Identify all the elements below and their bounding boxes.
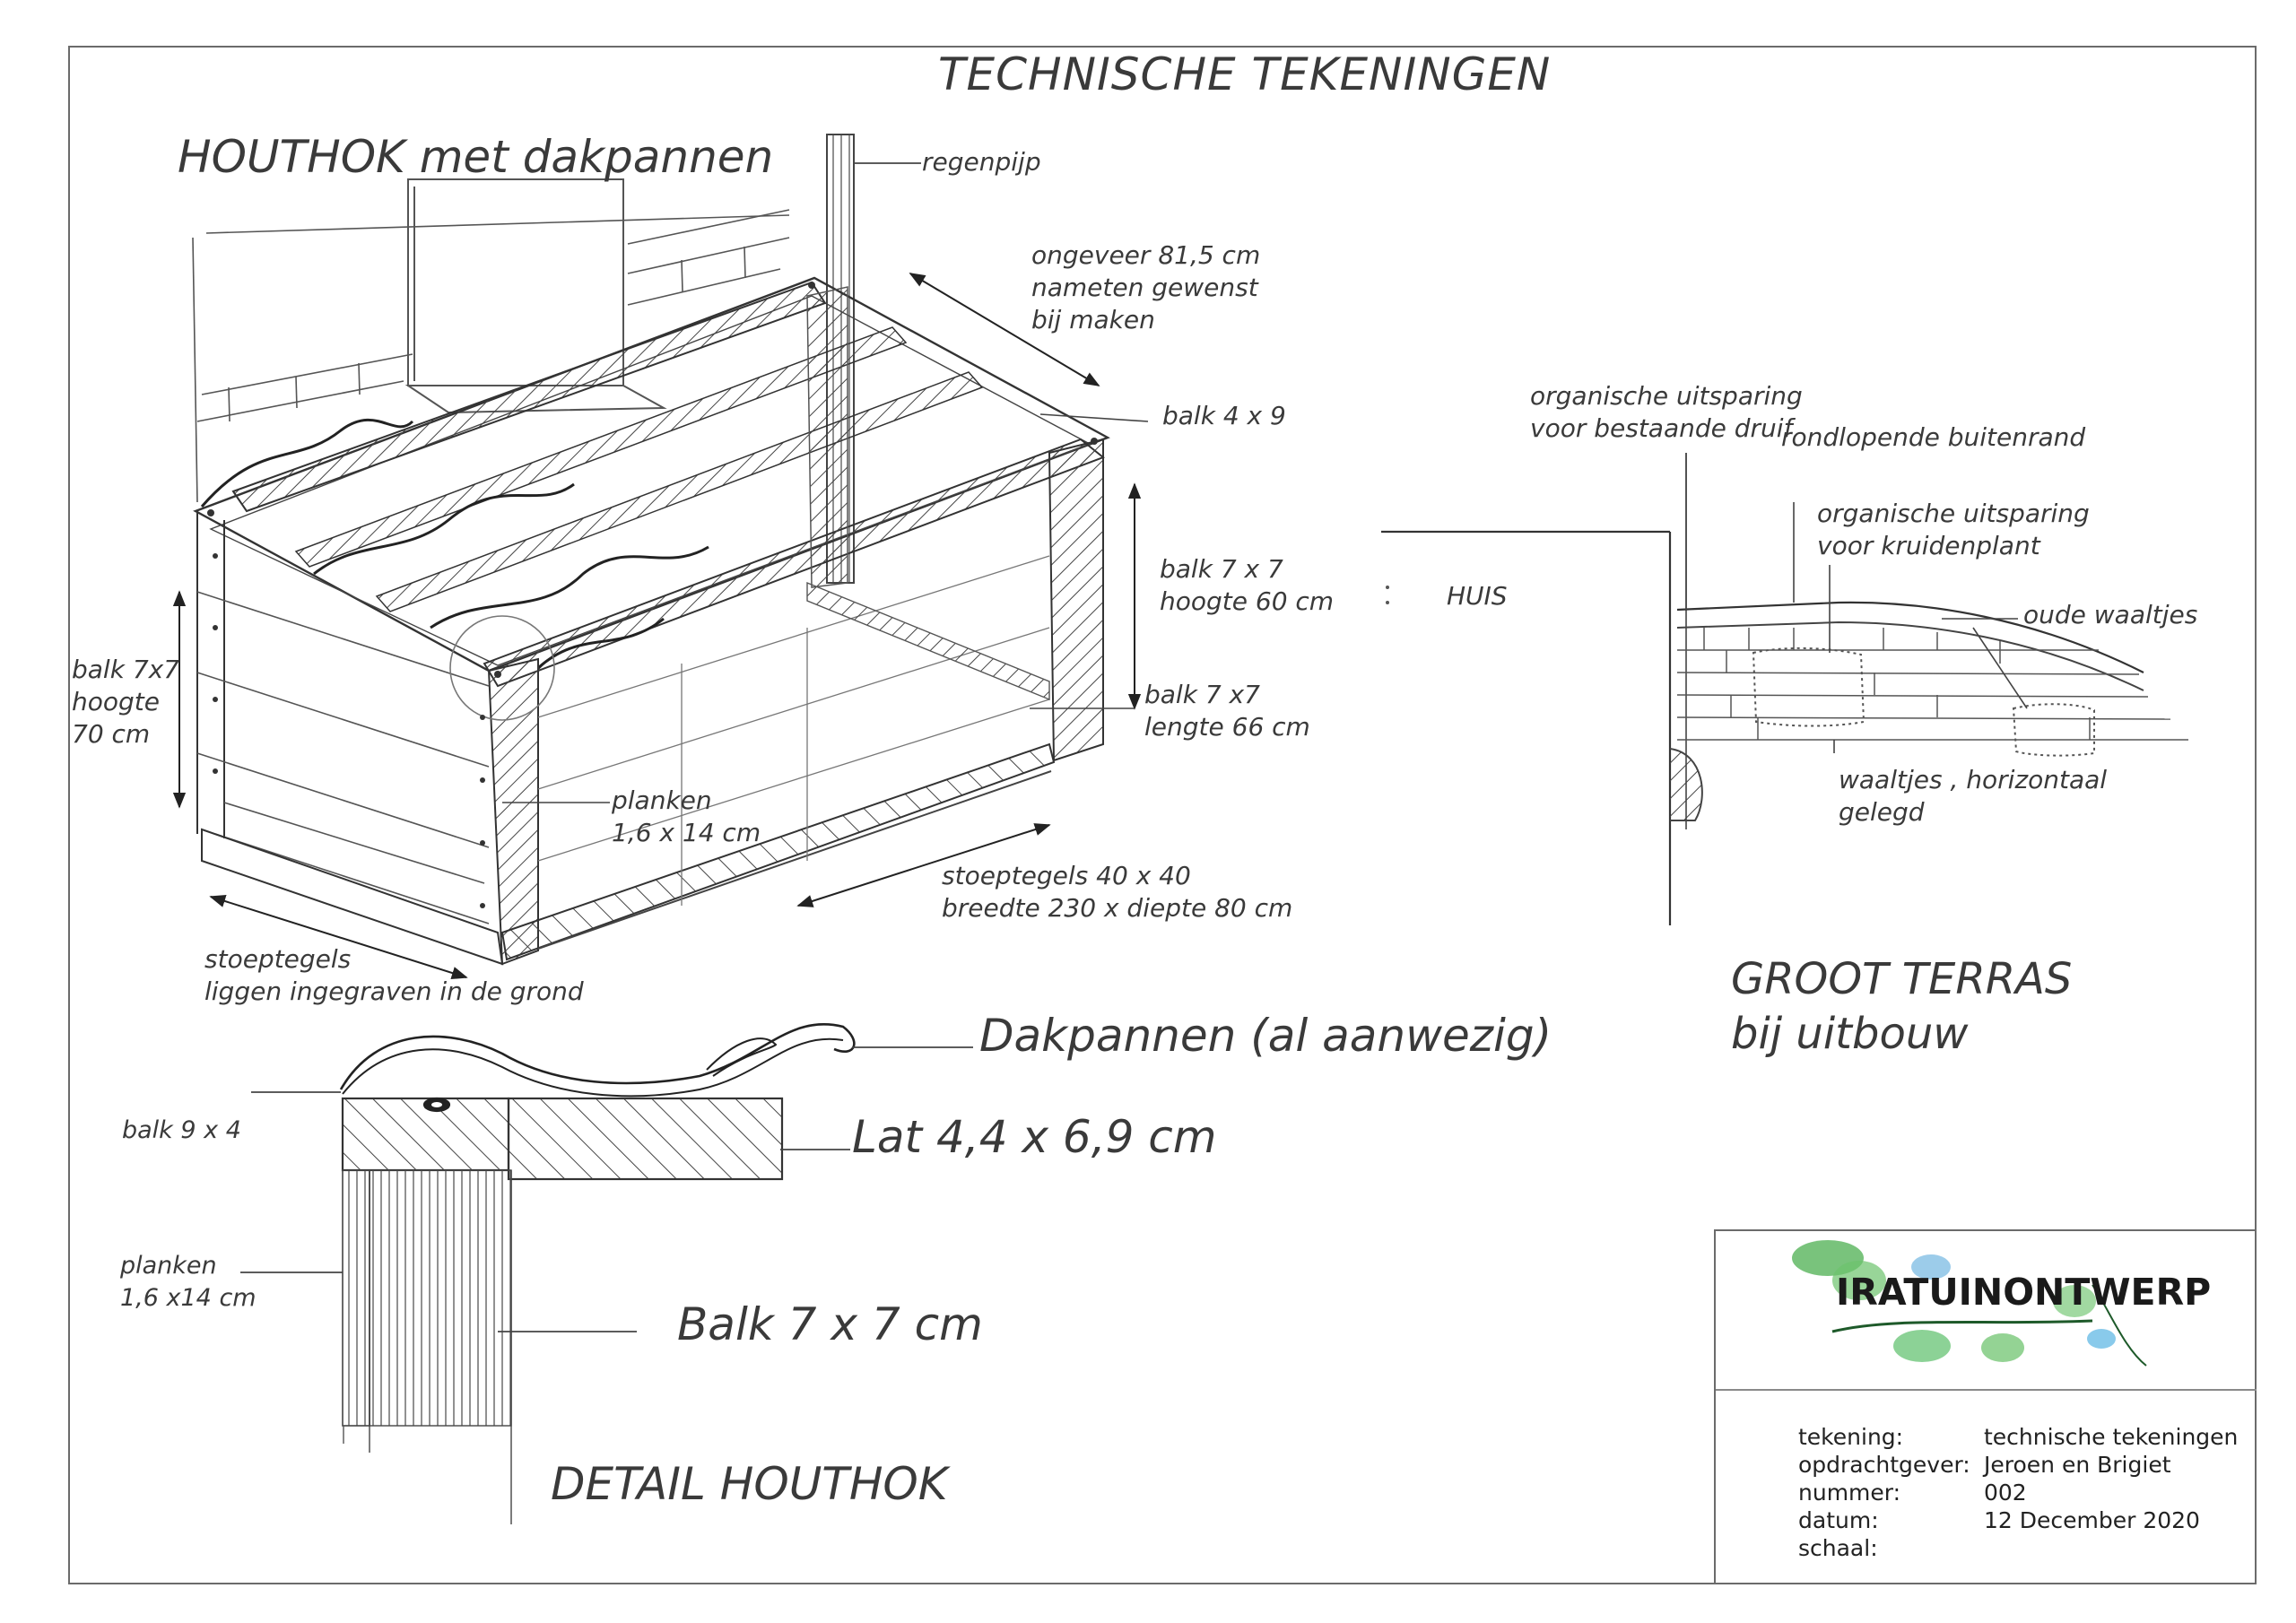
label-balk-7x7-70-1: balk 7x7 [72, 655, 180, 684]
label-buitenrand: rondlopende buitenrand [1781, 422, 2086, 452]
sheet-title: TECHNISCHE TEKENINGEN [938, 48, 1552, 100]
label-kruidenplant-1: organische uitsparing [1817, 499, 2090, 528]
label-balk-7x7-hoogte-2: hoogte 60 cm [1160, 586, 1335, 616]
label-ongeveer-1: ongeveer 81,5 cm [1031, 240, 1261, 270]
title-block: IRATUINONTWERP tekening: technische teke… [1714, 1229, 2257, 1584]
label-regenpijp: regenpijp [922, 147, 1041, 177]
label-stoeptegels-breedte-1: stoeptegels 40 x 40 [942, 861, 1191, 890]
titleblock-key: tekening: [1798, 1424, 1904, 1450]
label-balk-4x9: balk 4 x 9 [1162, 401, 1286, 430]
label-stoeptegels-breedte-2: breedte 230 x diepte 80 cm [942, 893, 1293, 923]
detail-title: DETAIL HOUTHOK [551, 1458, 948, 1510]
label-planken-2: 1,6 x 14 cm [612, 818, 761, 847]
label-balk-7x7-lengte-2: lengte 66 cm [1144, 712, 1310, 742]
label-druif-2: voor bestaande druif [1530, 413, 1793, 443]
terras-title-2: bij uitbouw [1731, 1009, 1969, 1059]
houthok-title: HOUTHOK met dakpannen [178, 131, 774, 183]
label-lat: Lat 4,4 x 6,9 cm [852, 1111, 1217, 1163]
label-balk-9x4: balk 9 x 4 [122, 1116, 241, 1144]
titleblock-value: Jeroen en Brigiet [1984, 1452, 2171, 1478]
label-kruidenplant-2: voor kruidenplant [1817, 531, 2040, 560]
titleblock-value: 002 [1984, 1480, 2027, 1506]
label-balk-7x7-70-3: 70 cm [72, 719, 151, 749]
label-oude-waaltjes: oude waaltjes [2023, 600, 2198, 629]
terras-title-1: GROOT TERRAS [1731, 954, 2073, 1004]
label-huis: HUIS [1447, 581, 1508, 611]
titleblock-key: nummer: [1798, 1480, 1901, 1506]
label-balk-7x7-cm: Balk 7 x 7 cm [677, 1298, 983, 1350]
detail-sketch [240, 1022, 973, 1524]
label-detail-planken-1: planken [120, 1252, 217, 1280]
titleblock-key: datum: [1798, 1507, 1879, 1533]
houthok-sketch [172, 134, 1149, 979]
label-waaltjes-2: gelegd [1839, 797, 1925, 827]
label-detail-planken-2: 1,6 x14 cm [120, 1284, 257, 1312]
titleblock-value: technische tekeningen [1984, 1424, 2239, 1450]
titleblock-key: schaal: [1798, 1535, 1878, 1561]
label-balk-7x7-lengte-1: balk 7 x7 [1144, 680, 1260, 709]
label-stoeptegels-grond-2: liggen ingegraven in de grond [204, 976, 584, 1006]
label-dakpannen: Dakpannen (al aanwezig) [979, 1010, 1552, 1062]
label-planken-1: planken [612, 785, 712, 815]
leaf-logo-icon [1792, 1240, 2147, 1367]
label-balk-7x7-70-2: hoogte [72, 687, 160, 716]
label-balk-7x7-hoogte-1: balk 7 x 7 [1160, 554, 1283, 584]
label-druif-1: organische uitsparing [1530, 381, 1803, 411]
titleblock-value: 12 December 2020 [1984, 1507, 2200, 1533]
label-waaltjes-1: waaltjes , horizontaal [1839, 765, 2108, 794]
label-ongeveer-3: bij maken [1031, 305, 1155, 334]
sheet-border [68, 46, 2257, 1584]
logo-text: IRATUINONTWERP [1836, 1271, 2212, 1314]
terras-sketch [1381, 453, 2188, 925]
titleblock-key: opdrachtgever: [1798, 1452, 1970, 1478]
label-ongeveer-2: nameten gewenst [1031, 273, 1258, 302]
label-stoeptegels-grond-1: stoeptegels [204, 944, 352, 974]
logo-area: IRATUINONTWERP [1716, 1231, 2257, 1391]
